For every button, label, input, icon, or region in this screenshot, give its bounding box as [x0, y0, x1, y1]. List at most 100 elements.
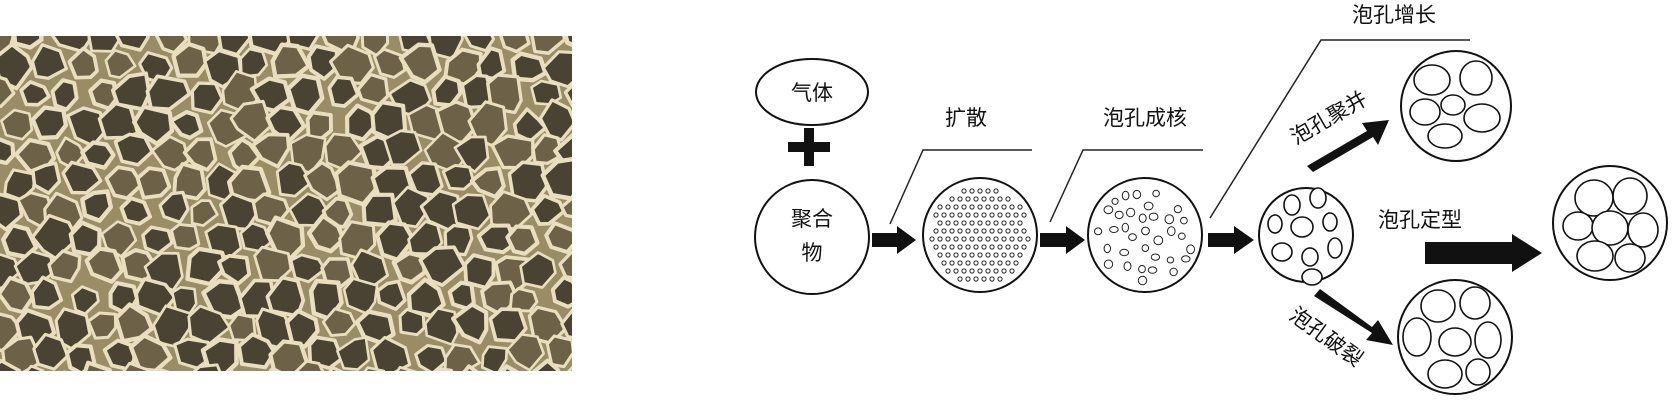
foam-cell: [550, 275, 572, 309]
polymer-label-line1: 聚合: [791, 207, 833, 231]
foam-cell: [414, 343, 449, 371]
gas-dot: [989, 260, 995, 266]
gas-dot: [997, 196, 1003, 202]
foam-cell: [0, 358, 22, 371]
gas-dot: [1017, 252, 1023, 258]
gas-dot: [985, 188, 991, 194]
foam-cell: [506, 333, 545, 371]
nucleus: [1167, 226, 1176, 237]
arrow-right-icon: [1208, 226, 1254, 254]
foam-cell: [19, 80, 51, 107]
foam-cell: [575, 165, 609, 197]
foam-cell: [391, 250, 428, 285]
gas-dot: [961, 236, 967, 242]
nucleus: [1138, 213, 1147, 223]
gas-dot: [973, 212, 979, 218]
nucleus: [1137, 275, 1148, 286]
gas-dot: [1005, 228, 1011, 234]
gas-dot: [989, 276, 995, 282]
foam-cell: [582, 107, 616, 140]
gas-dot: [961, 220, 967, 226]
foam-cell: [591, 251, 626, 288]
gas-dot: [981, 244, 987, 250]
gas-dot: [985, 252, 991, 258]
foam-cell: [306, 44, 339, 81]
gas-dot: [1009, 204, 1015, 210]
foam-cell: [519, 251, 557, 289]
gas-dot: [969, 204, 975, 210]
gas-dot: [985, 204, 991, 210]
foam-cell: [545, 334, 572, 369]
foam-cell: [560, 308, 572, 340]
nucleus: [1111, 197, 1119, 205]
foam-cell: [307, 335, 344, 370]
foam-cell: [0, 275, 35, 315]
diffusion-circle: [922, 177, 1038, 293]
coalescence-bubbles: [1409, 60, 1501, 149]
foam-cell: [541, 50, 572, 89]
foam-cell: [434, 367, 454, 371]
foam-cell: [563, 83, 572, 108]
foam-cell: [63, 370, 67, 371]
nucleus: [1169, 267, 1178, 277]
gas-dot: [1009, 252, 1015, 258]
gas-dot: [969, 268, 975, 274]
rupture-bubbles: [1402, 286, 1502, 389]
gas-dot: [997, 212, 1003, 218]
gas-dot: [937, 252, 943, 258]
nucleus: [1128, 233, 1137, 242]
growth-leader-line: [1209, 39, 1470, 219]
foam-cell: [336, 336, 371, 371]
gas-dot: [989, 228, 995, 234]
gas-dot: [945, 204, 951, 210]
foam-cell: [104, 165, 144, 201]
nucleus: [1103, 205, 1114, 215]
nucleus: [1164, 214, 1175, 225]
gas-dot: [965, 228, 971, 234]
gas-dot: [997, 276, 1003, 282]
gas-dot: [953, 220, 959, 226]
foam-cell: [531, 133, 564, 165]
foam-cell: [286, 36, 320, 51]
foam-cell: [113, 132, 154, 167]
foam-cell: [80, 189, 114, 223]
foam-cell: [530, 193, 566, 226]
nucleus: [1177, 232, 1186, 240]
foam-cell: [305, 110, 333, 141]
gas-dot: [973, 244, 979, 250]
foam-cell: [190, 81, 224, 115]
foam-cell: [589, 132, 630, 169]
foam-cell: [229, 99, 273, 143]
gas-dot: [1005, 244, 1011, 250]
foam-cell: [375, 279, 407, 311]
nucleus: [1121, 190, 1130, 201]
foam-cell: [30, 105, 69, 141]
foam-cell: [505, 224, 540, 256]
gas-dot: [1009, 220, 1015, 226]
gas-dot: [965, 196, 971, 202]
gas-dot: [985, 268, 991, 274]
foam-cell: [86, 311, 118, 340]
foam-cell: [132, 104, 175, 146]
foam-cell: [25, 364, 45, 371]
nucleus: [1180, 216, 1188, 225]
gas-dot: [993, 204, 999, 210]
nucleus: [1103, 259, 1114, 269]
foam-cell: [418, 245, 467, 287]
foam-cell: [201, 278, 247, 320]
foam-cell: [508, 287, 539, 313]
gas-dot: [929, 236, 935, 242]
gas-dot: [1013, 260, 1019, 266]
nucleus: [1114, 210, 1124, 220]
gas-dot: [993, 252, 999, 258]
gas-dot: [957, 212, 963, 218]
nucleus: [1138, 265, 1146, 274]
nucleus: [1173, 205, 1183, 214]
gas-dot: [941, 228, 947, 234]
gas-dot: [973, 196, 979, 202]
gas-dot: [953, 268, 959, 274]
foam-cell: [361, 192, 398, 228]
gas-label: 气体: [791, 81, 833, 105]
gas-dot: [969, 188, 975, 194]
foam-cell: [239, 47, 269, 79]
